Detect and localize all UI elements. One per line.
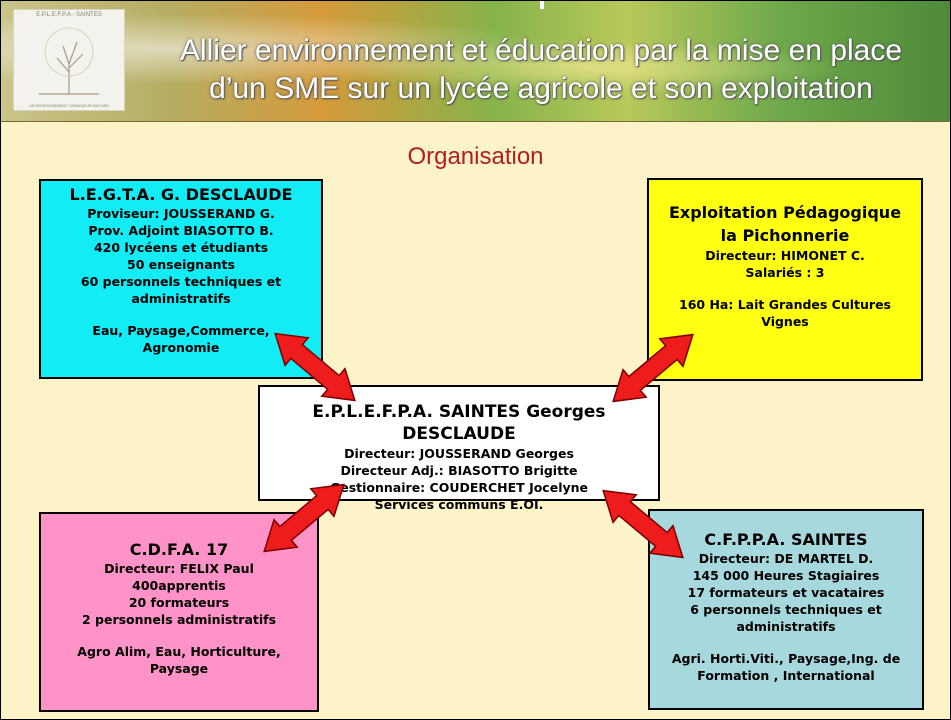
eplefpa-line: Services communs E.OI. xyxy=(374,497,544,512)
legta-line: 420 lycéens et étudiants xyxy=(93,240,269,255)
exploitation-line: Salariés : 3 xyxy=(745,265,825,280)
header-banner: E.P.L.E.F.P.A - SAINTES UN ENSEIGNEMENT … xyxy=(1,1,950,122)
cdfa-line: 400apprentis xyxy=(132,578,226,593)
cfppa-line: 17 formateurs et vacataires xyxy=(687,585,885,600)
cfppa-footer: Formation , International xyxy=(697,668,875,683)
cfppa-title: C.F.P.P.A. SAINTES xyxy=(704,530,868,549)
exploitation-footer: 160 Ha: Lait Grandes Cultures xyxy=(679,297,891,312)
exploitation-title: la Pichonnerie xyxy=(720,226,850,245)
title-line-2: d’un SME sur un lycée agricole et son ex… xyxy=(209,72,873,105)
eplefpa-box: E.P.L.E.F.P.A. SAINTES Georges DESCLAUDE… xyxy=(258,385,660,512)
eplefpa-line: Directeur Adj.: BIASOTTO Brigitte xyxy=(340,463,578,478)
arrow-legta-eplefpa xyxy=(262,319,368,415)
cdfa-footer: Agro Alim, Eau, Horticulture, xyxy=(77,644,281,659)
legta-footer: Agronomie xyxy=(142,340,220,355)
legta-line: administratifs xyxy=(131,291,231,306)
cfppa-line: Directeur: DE MARTEL D. xyxy=(698,551,874,566)
header-mark xyxy=(540,1,544,9)
subtitle: Organisation xyxy=(407,143,544,170)
logo: E.P.L.E.F.P.A - SAINTES UN ENSEIGNEMENT … xyxy=(13,9,125,111)
arrow-exploitation-eplefpa xyxy=(600,320,706,416)
legta-footer: Eau, Paysage,Commerce, xyxy=(92,323,270,338)
arrow-cdfa-eplefpa xyxy=(251,470,357,566)
legta-box: L.E.G.T.A. G. DESCLAUDE Proviseur: JOUSS… xyxy=(39,179,323,379)
cfppa-box: C.F.P.P.A. SAINTES Directeur: DE MARTEL … xyxy=(648,509,924,710)
exploitation-title: Exploitation Pédagogique xyxy=(668,203,902,222)
tree-logo-icon xyxy=(39,27,99,95)
cfppa-line: administratifs xyxy=(736,619,836,634)
cfppa-footer: Agri. Horti.Viti., Paysage,Ing. de xyxy=(671,651,901,666)
exploitation-line: Directeur: HIMONET C. xyxy=(705,248,865,263)
legta-line: Prov. Adjoint BIASOTTO B. xyxy=(88,223,274,238)
eplefpa-line: Gestionnaire: COUDERCHET Jocelyne xyxy=(329,480,588,495)
cdfa-title: C.D.F.A. 17 xyxy=(129,540,229,559)
exploitation-box: Exploitation Pédagogique la Pichonnerie … xyxy=(647,178,923,381)
logo-text-top: E.P.L.E.F.P.A - SAINTES xyxy=(36,12,102,18)
legta-line: 50 enseignants xyxy=(127,257,235,272)
cdfa-line: Directeur: FELIX Paul xyxy=(104,561,254,576)
legta-line: 60 personnels techniques et xyxy=(80,274,282,289)
eplefpa-line: Directeur: JOUSSERAND Georges xyxy=(344,446,574,461)
arrow-cfppa-eplefpa xyxy=(590,476,696,572)
cdfa-line: 2 personnels administratifs xyxy=(81,612,277,627)
exploitation-footer: Vignes xyxy=(761,314,809,329)
title-line-1: Allier environnement et éducation par la… xyxy=(179,34,903,67)
logo-text-bottom: UN ENSEIGNEMENT GRANDEUR NATURE xyxy=(28,103,110,108)
cfppa-line: 145 000 Heures Stagiaires xyxy=(692,568,880,583)
cfppa-line: 6 personnels techniques et xyxy=(690,602,882,617)
legta-line: Proviseur: JOUSSERAND G. xyxy=(87,206,275,221)
legta-title: L.E.G.T.A. G. DESCLAUDE xyxy=(69,185,293,204)
eplefpa-title: E.P.L.E.F.P.A. SAINTES Georges DESCLAUDE xyxy=(312,402,606,444)
cdfa-line: 20 formateurs xyxy=(128,595,230,610)
cdfa-footer: Paysage xyxy=(149,661,209,676)
